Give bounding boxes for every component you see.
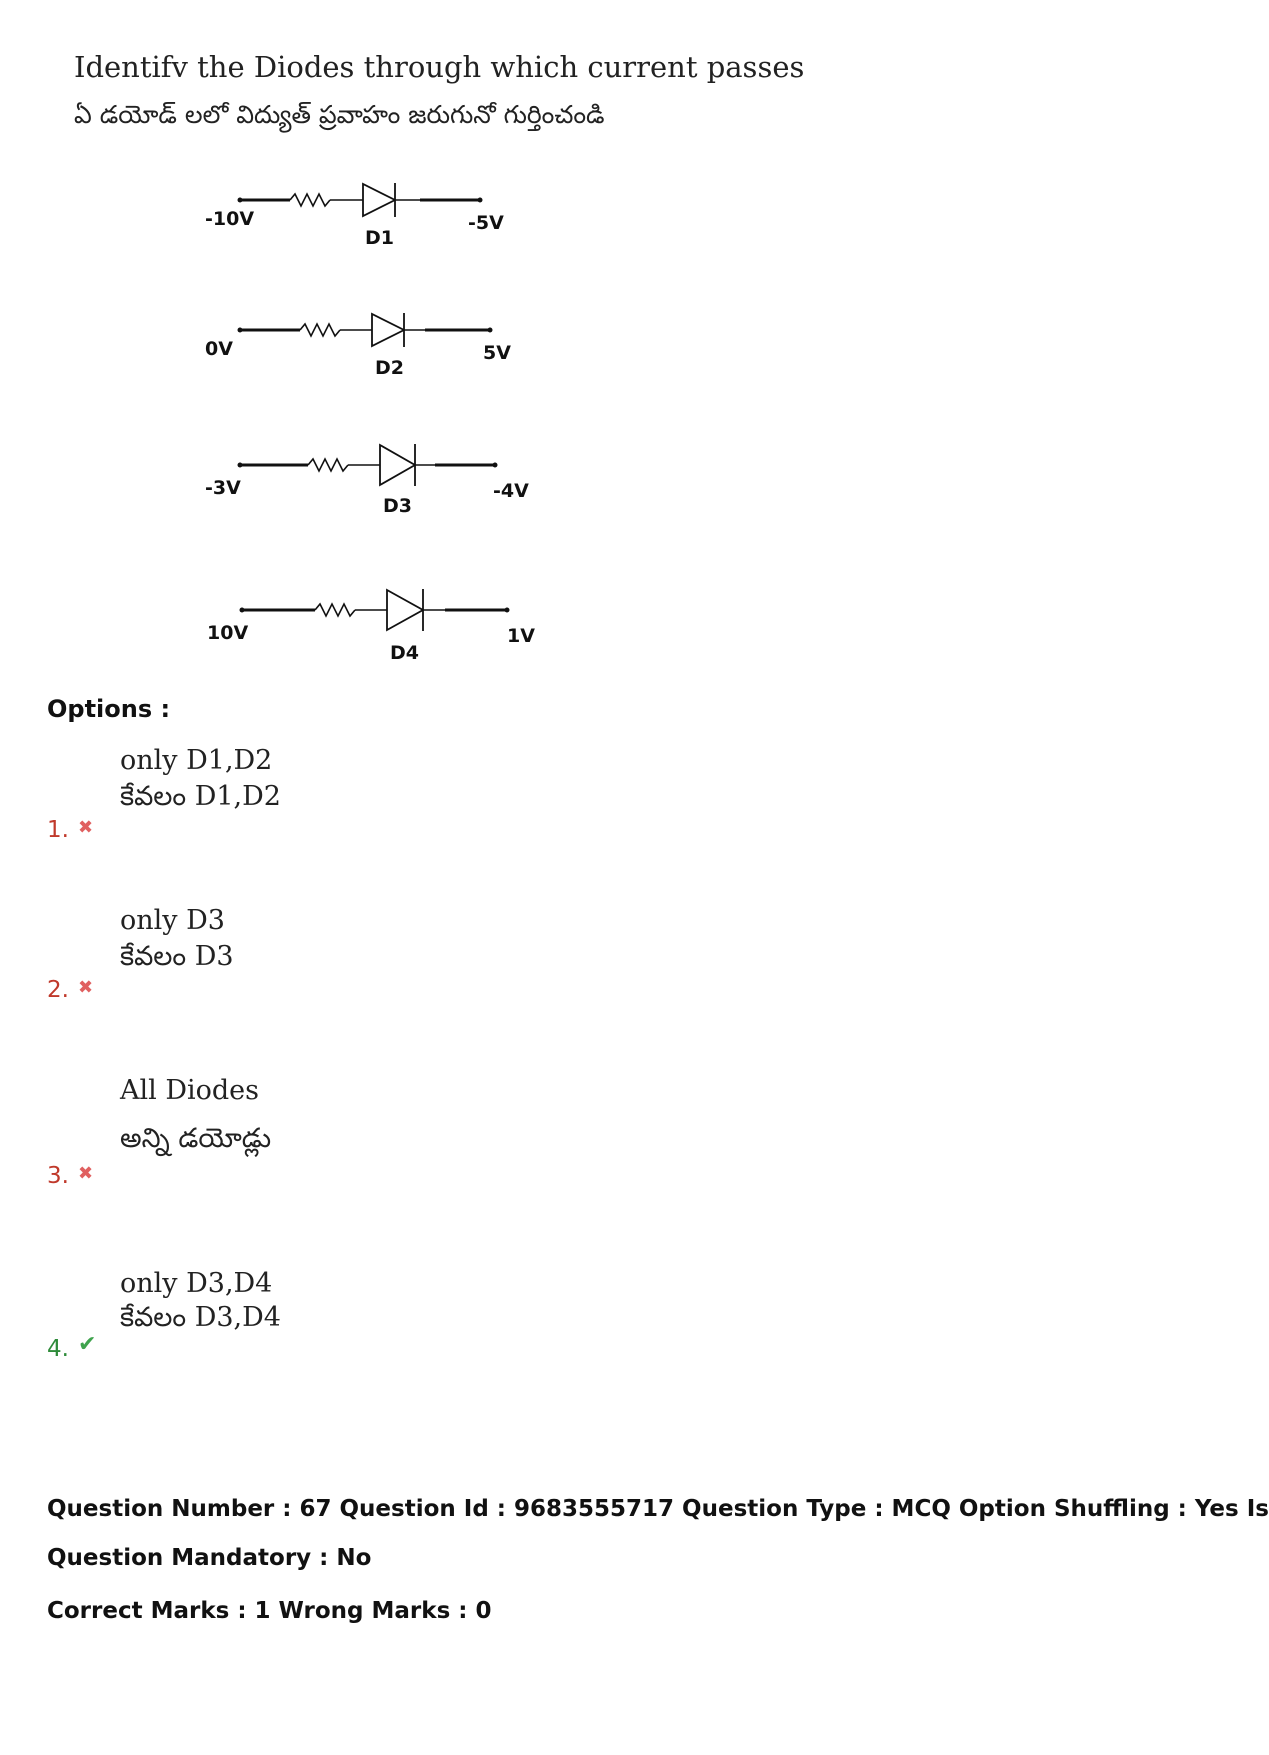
voltage-right: 1V: [507, 625, 535, 647]
option-text-english: only D3: [120, 905, 225, 936]
option-number: 4.: [47, 1336, 69, 1362]
circuit-d4: 10V D4 1V: [195, 580, 555, 675]
circuit-d2: 0V D2 5V: [195, 300, 555, 395]
option-text-telugu: అన్ని డయోడ్లు: [120, 1123, 272, 1154]
options-heading: Options :: [47, 695, 171, 723]
option-3[interactable]: All Diodes అన్ని డయోడ్లు 3. ✖: [0, 1075, 600, 1195]
circuit-d3: -3V D3 -4V: [195, 435, 555, 530]
voltage-left: 0V: [205, 338, 233, 360]
voltage-right: 5V: [483, 342, 511, 364]
voltage-left: -10V: [205, 208, 255, 230]
circuit-d4-drawing: [239, 588, 510, 632]
question-text-telugu: ఏ డయోడ్ లలో విద్యుత్ ప్రవాహం జరుగునో గుర…: [74, 100, 605, 129]
option-text-english: only D3,D4: [120, 1268, 273, 1299]
voltage-right: -4V: [493, 480, 529, 502]
option-text-telugu: కేవలం D3: [120, 941, 234, 972]
option-number: 3.: [47, 1163, 69, 1189]
question-meta-line2: Question Mandatory : No: [47, 1545, 372, 1571]
option-number: 2.: [47, 977, 69, 1003]
voltage-right: -5V: [468, 212, 504, 234]
option-text-telugu: కేవలం D3,D4: [120, 1302, 281, 1333]
option-4[interactable]: only D3,D4 కేవలం D3,D4 4. ✔: [0, 1268, 600, 1388]
question-meta-line1: Question Number : 67 Question Id : 96835…: [47, 1496, 1269, 1522]
circuit-d3-drawing: [237, 443, 498, 487]
voltage-left: 10V: [207, 622, 249, 644]
option-1[interactable]: only D1,D2 కేవలం D1,D2 1. ✖: [0, 745, 600, 865]
diode-label: D3: [383, 495, 412, 517]
diode-label: D1: [365, 227, 394, 249]
question-text-english: Identifv the Diodes through which curren…: [74, 50, 805, 84]
cross-icon: ✖: [78, 1163, 94, 1184]
option-text-english: All Diodes: [120, 1075, 260, 1106]
checkmark-icon: ✔: [78, 1332, 97, 1357]
option-number: 1.: [47, 817, 69, 843]
option-text-telugu: కేవలం D1,D2: [120, 781, 281, 812]
diode-label: D4: [390, 642, 419, 664]
option-2[interactable]: only D3 కేవలం D3 2. ✖: [0, 905, 600, 1025]
diode-label: D2: [375, 357, 404, 379]
question-marks: Correct Marks : 1 Wrong Marks : 0: [47, 1598, 492, 1624]
option-text-english: only D1,D2: [120, 745, 273, 776]
voltage-left: -3V: [205, 477, 241, 499]
cross-icon: ✖: [78, 977, 94, 998]
circuit-d1: -10V D1 -5V: [195, 170, 555, 265]
circuit-d2-drawing: [237, 312, 493, 348]
cross-icon: ✖: [78, 817, 94, 838]
circuit-d1-drawing: [237, 182, 483, 218]
